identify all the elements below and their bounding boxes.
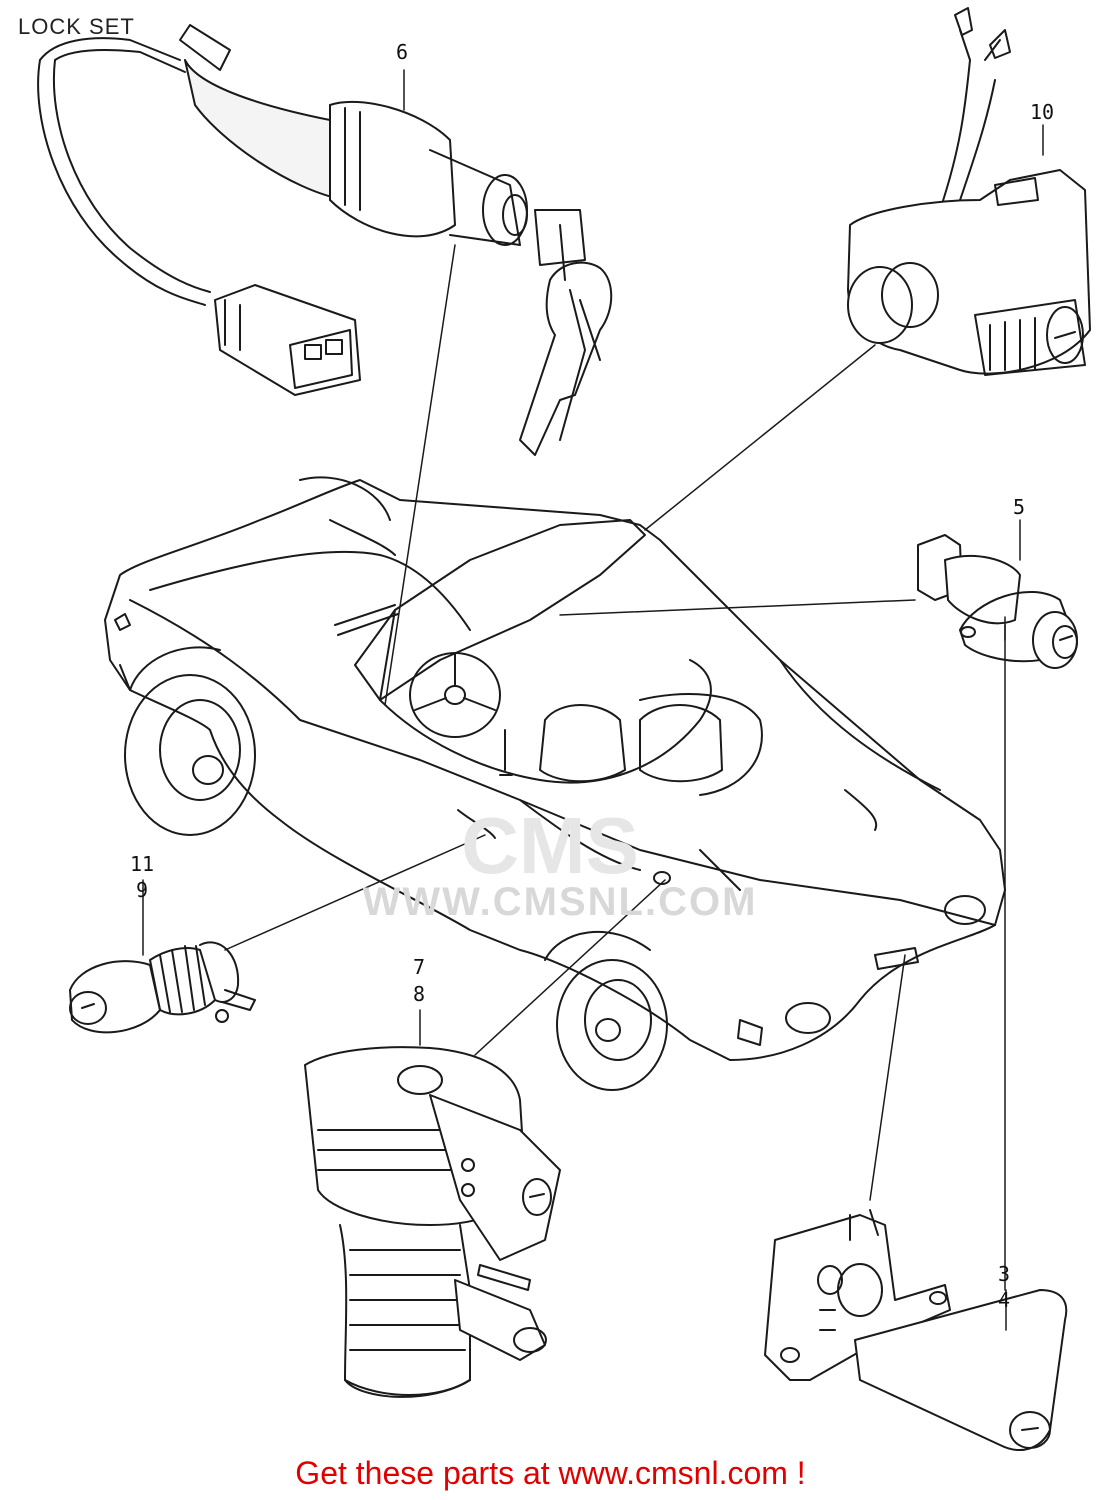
page-title: LOCK SET	[18, 14, 135, 39]
callout-4: 4	[998, 1288, 1011, 1312]
callout-10: 10	[1030, 100, 1055, 124]
callout-8: 8	[413, 982, 426, 1006]
leader-lines	[142, 69, 1044, 1331]
latch-part-3-4	[764, 1209, 1068, 1451]
callout-7: 7	[413, 955, 426, 979]
ignition-switch-part	[37, 24, 613, 456]
switch-lock-part-10	[847, 7, 1091, 376]
door-lock-part-5	[917, 534, 1078, 669]
callout-3: 3	[998, 1262, 1011, 1286]
fuel-lock-part-7-8	[304, 1046, 561, 1398]
callout-5: 5	[1013, 495, 1026, 519]
callout-11: 11	[130, 852, 155, 876]
watermark-url: WWW.CMSNL.COM	[362, 880, 758, 924]
callout-9: 9	[136, 878, 149, 902]
watermark-logo: CMS	[461, 801, 639, 890]
car-outline	[104, 476, 1006, 1091]
trunk-lock-part-9-11	[69, 941, 256, 1034]
footer-link-text[interactable]: Get these parts at www.cmsnl.com !	[295, 1455, 806, 1491]
callout-6: 6	[396, 40, 409, 64]
